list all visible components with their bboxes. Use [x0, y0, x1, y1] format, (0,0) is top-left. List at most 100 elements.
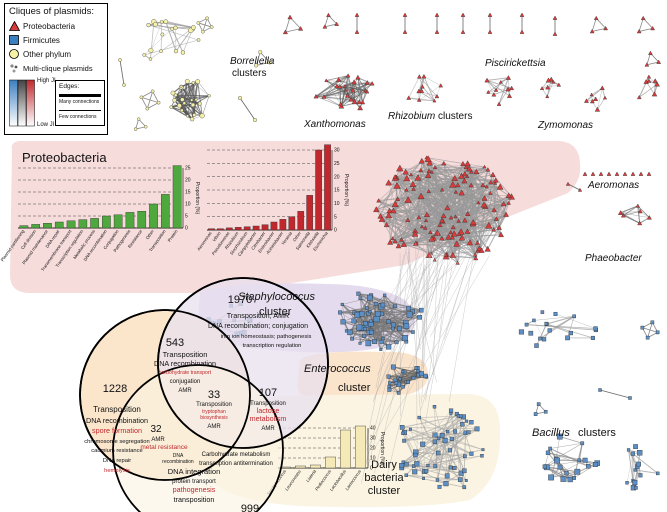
edge: [351, 99, 363, 103]
circle-node: [159, 20, 164, 24]
square-node: [645, 335, 650, 340]
edge: [339, 81, 355, 87]
triangle-node: [505, 75, 511, 80]
circle-node: [190, 98, 194, 102]
triangle-node: [417, 192, 425, 200]
triangle-node: [378, 215, 386, 222]
triangle-node: [462, 217, 468, 223]
square-node: [449, 436, 454, 441]
square-node: [568, 330, 573, 336]
venn-text: AMR: [261, 426, 275, 432]
square-node: [423, 373, 428, 379]
square-node: [456, 414, 461, 418]
bacillus-cluster-1: [518, 310, 598, 348]
edge: [628, 449, 634, 481]
edge: [388, 376, 414, 379]
legend-edge-thick: [59, 94, 101, 97]
square-node: [390, 326, 395, 331]
edge: [202, 18, 208, 32]
edge: [445, 254, 476, 259]
square-node: [464, 479, 468, 482]
edge: [147, 102, 159, 109]
square-node: [406, 311, 413, 318]
triangle-node: [482, 164, 487, 169]
edge: [481, 196, 512, 251]
edge: [422, 86, 435, 102]
triangle-node: [485, 167, 491, 172]
triangle-node: [428, 235, 436, 242]
square-node: [453, 429, 458, 434]
bar: [90, 218, 99, 229]
edge: [285, 28, 301, 33]
edge: [404, 420, 467, 442]
edge: [421, 169, 488, 197]
edge: [434, 85, 441, 101]
y-tick-label: 15: [185, 190, 191, 196]
edge: [392, 202, 479, 239]
triangle-node: [460, 29, 466, 34]
bar: [279, 219, 287, 231]
triangle-node: [338, 101, 343, 107]
square-node: [406, 380, 410, 384]
square-node: [572, 314, 577, 319]
edge: [450, 410, 463, 425]
rhizobium-cluster-3: [539, 76, 562, 99]
edge: [326, 80, 360, 103]
label-zymomonas: Zymomonas: [537, 120, 593, 131]
bar: [217, 228, 224, 231]
square-node: [358, 296, 363, 301]
triangle-node: [408, 172, 413, 177]
venn-text: DNA repair: [103, 458, 131, 464]
edge: [324, 23, 337, 28]
triangle-node: [636, 94, 642, 100]
triangle-node: [298, 26, 304, 31]
triangle-node: [599, 85, 605, 90]
triangle-node: [455, 182, 461, 188]
bar: [160, 194, 170, 229]
triangle-node: [644, 62, 650, 67]
edge: [462, 424, 478, 430]
square-node: [554, 457, 560, 464]
circle-node: [152, 21, 158, 27]
y-tick-label: 5: [334, 214, 337, 220]
square-node: [633, 444, 638, 449]
edge: [410, 174, 479, 204]
triangle-node: [453, 189, 459, 194]
edge: [415, 451, 467, 481]
square-node: [540, 310, 545, 314]
edge: [406, 423, 463, 465]
triangle-node: [635, 203, 641, 208]
edge: [597, 97, 606, 110]
triangle-node: [342, 84, 347, 88]
edge: [573, 464, 596, 479]
square-node: [543, 409, 548, 414]
square-node: [347, 329, 353, 336]
circle-node: [205, 16, 209, 21]
square-node: [634, 486, 638, 490]
edge: [359, 91, 368, 109]
edge: [285, 17, 291, 33]
legend-edge-thin: [59, 110, 101, 111]
triangle-node: [488, 190, 493, 195]
square-node: [437, 484, 442, 489]
triangle-node: [565, 181, 571, 186]
circle-node: [148, 47, 154, 53]
clique-tr-7: [487, 12, 493, 34]
venn-text: DNA integration: [168, 467, 221, 476]
square-icon: [9, 35, 19, 45]
x-tick-label: Other: [145, 228, 156, 240]
y-axis-label: Proportion (%): [379, 432, 385, 465]
edge: [417, 241, 449, 351]
triangle-node: [614, 171, 620, 176]
square-node: [630, 451, 635, 456]
square-node: [474, 426, 480, 432]
venn-text: AMR: [207, 424, 221, 430]
triangle-node: [485, 221, 493, 229]
edge: [402, 426, 478, 430]
edge: [646, 61, 659, 66]
bar: [306, 195, 314, 231]
triangle-node: [386, 207, 393, 214]
triangle-node: [354, 12, 360, 17]
edge: [119, 59, 125, 86]
edge: [394, 163, 468, 178]
